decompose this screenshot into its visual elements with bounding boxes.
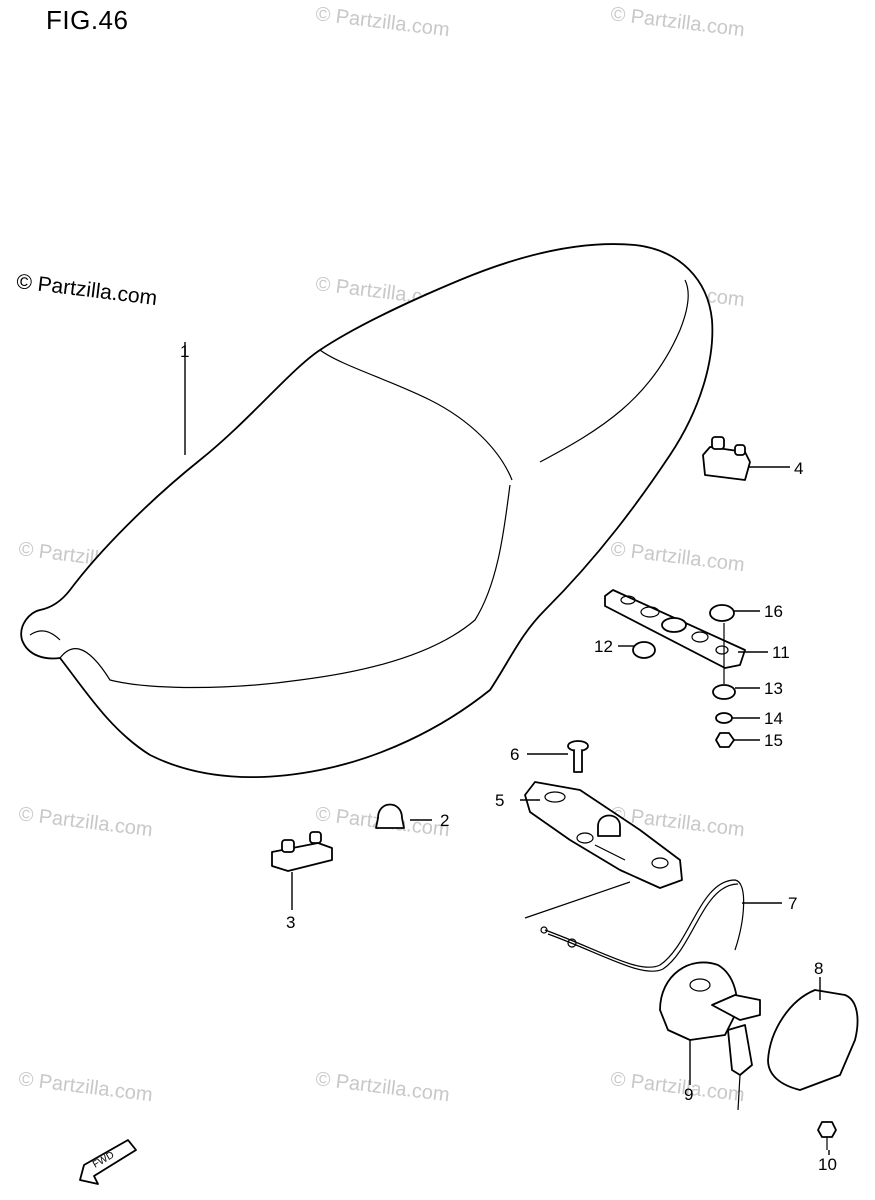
watermark: © Partzilla.com	[314, 1068, 450, 1106]
screw-part	[817, 1121, 837, 1150]
callout-1: 1	[180, 342, 189, 361]
cushion-part	[375, 803, 405, 829]
watermark: © Partzilla.com	[609, 3, 745, 41]
callout-4: 4	[794, 459, 803, 478]
callout-8: 8	[814, 959, 823, 978]
bracket-part	[604, 589, 746, 669]
callout-3: 3	[286, 913, 295, 932]
callout-7: 7	[788, 894, 797, 913]
callout-labels: 1 2 3 4 5 6 7 8 9 10 11 12 13 14 15 16	[180, 342, 837, 1174]
watermark: © Partzilla.com	[609, 1068, 745, 1106]
watermark: © Partzilla.com	[17, 1068, 153, 1106]
callout-5: 5	[495, 791, 504, 810]
cushion-block-part	[271, 831, 333, 872]
fwd-arrow-icon: FWD	[79, 1139, 137, 1185]
callout-15: 15	[764, 731, 783, 750]
small-hardware	[632, 604, 736, 748]
figure-title: FIG.46	[46, 5, 129, 35]
callout-14: 14	[764, 709, 783, 728]
callout-11: 11	[772, 643, 790, 662]
callout-16: 16	[764, 602, 783, 621]
callout-12: 12	[594, 637, 613, 656]
cover-part	[767, 989, 859, 1091]
watermark: © Partzilla.com	[314, 3, 450, 41]
watermark: © Partzilla.com	[17, 803, 153, 841]
callout-6: 6	[510, 745, 519, 764]
seat-lock-part	[524, 781, 683, 889]
callout-9: 9	[684, 1085, 693, 1104]
callout-2: 2	[440, 811, 449, 830]
leader-lines	[184, 342, 830, 1155]
bolt-part	[567, 740, 589, 773]
seat-part	[20, 243, 714, 778]
lock-set-part	[659, 961, 761, 1111]
cable-part	[524, 879, 745, 972]
cushion-block-part	[702, 436, 751, 481]
callout-13: 13	[764, 679, 783, 698]
callout-10: 10	[818, 1155, 837, 1174]
watermark: © Partzilla.com	[609, 538, 745, 576]
